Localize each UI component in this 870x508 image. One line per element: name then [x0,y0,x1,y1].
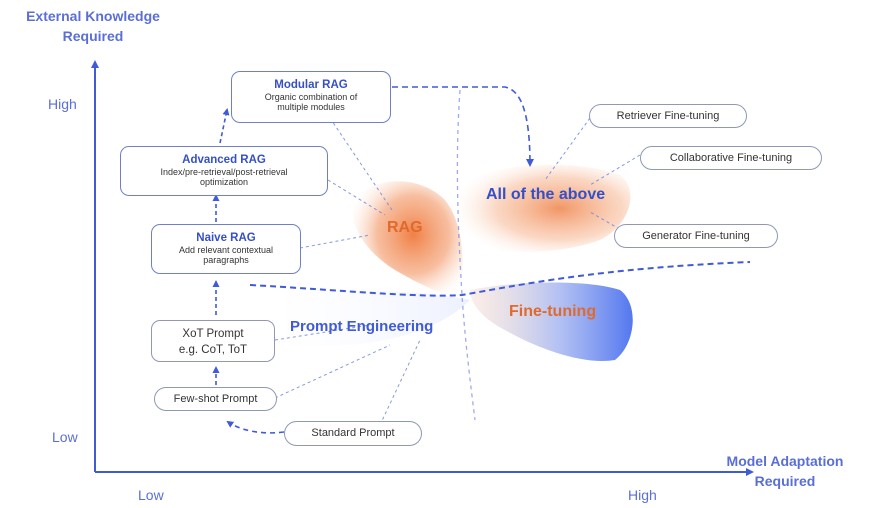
few-shot-prompt-box: Few-shot Prompt [154,387,277,411]
y-axis-title: External Knowledge Required [18,6,168,46]
fine-tuning-label: Fine-tuning [509,303,597,320]
advanced-rag-box: Advanced RAG Index/pre-retrieval/post-re… [120,146,328,196]
y-axis-title-line1: External Knowledge [26,8,160,24]
xot-prompt-box: XoT Prompt e.g. CoT, ToT [151,320,275,362]
modular-rag-title: Modular RAG [274,79,348,91]
x-axis-title: Model Adaptation Required [705,451,865,491]
collaborative-fine-tuning-box: Collaborative Fine-tuning [640,146,822,170]
y-axis-low-label: Low [52,429,78,445]
all-of-above-label: All of the above [486,186,606,203]
modular-rag-line2: multiple modules [277,102,345,112]
x-axis-high-label: High [628,487,657,503]
naive-rag-line1: Add relevant contextual [178,245,274,255]
y-axis-title-line2: Required [62,28,124,44]
prompt-engineering-region [250,290,470,346]
naive-rag-box: Naive RAG Add relevant contextual paragr… [151,224,301,274]
connector-lines [274,117,641,426]
advanced-rag-title: Advanced RAG [182,154,266,166]
arrow-modular-to-all [392,86,534,167]
prompt-engineering-label: Prompt Engineering [290,318,434,335]
standard-prompt-box: Standard Prompt [284,421,422,446]
naive-rag-title: Naive RAG [196,232,256,244]
arrow-standard-to-fewshot [226,420,285,434]
modular-rag-line1: Organic combination of [264,92,358,102]
y-axis-high-label: High [48,96,77,112]
x-axis-low-label: Low [138,487,164,503]
x-axis-title-line2: Required [754,473,816,489]
naive-rag-line2: paragraphs [203,255,249,265]
arrow-advanced-to-modular [219,108,230,144]
xot-prompt-line1: XoT Prompt [182,328,244,340]
retriever-fine-tuning-box: Retriever Fine-tuning [589,104,747,128]
advanced-rag-line2: optimization [199,177,249,187]
modular-rag-box: Modular RAG Organic combination of multi… [231,71,391,123]
rag-label: RAG [387,219,423,236]
generator-fine-tuning-box: Generator Fine-tuning [614,224,778,248]
advanced-rag-line1: Index/pre-retrieval/post-retrieval [160,167,288,177]
x-axis-title-line1: Model Adaptation [726,453,844,469]
xot-prompt-line2: e.g. CoT, ToT [178,344,248,356]
vertical-boundary [456,89,476,421]
all-of-above-region-blob [453,164,631,252]
rag-region-blob [352,181,463,300]
fine-tuning-region-blob [470,282,633,361]
